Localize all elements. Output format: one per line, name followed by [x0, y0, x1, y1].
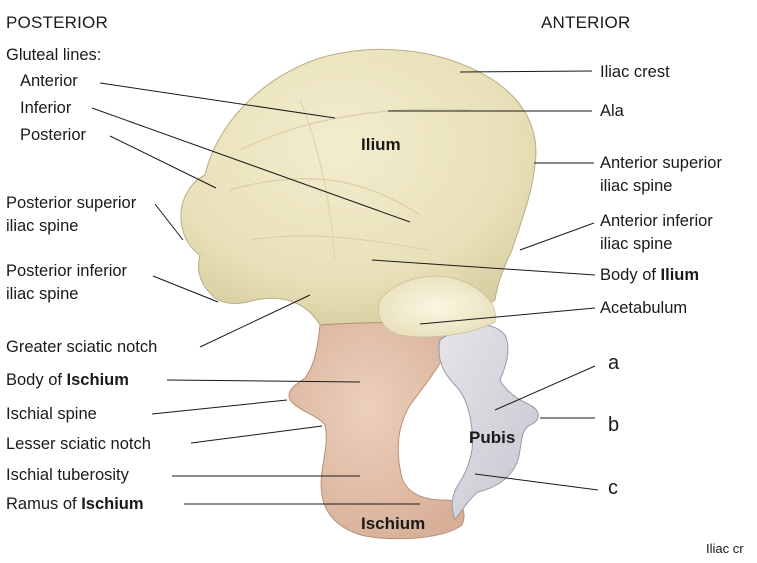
aiis-label-line1: Anterior inferior: [600, 212, 713, 230]
lesser-sciatic-notch-label: Lesser sciatic notch: [6, 435, 151, 453]
anterior-heading: ANTERIOR: [541, 13, 631, 32]
iliac-crest-label: Iliac crest: [600, 63, 670, 81]
ala-label: Ala: [600, 102, 624, 120]
psis-label-line2: iliac spine: [6, 217, 79, 235]
greater-sciatic-notch-label: Greater sciatic notch: [6, 338, 158, 356]
acetabulum: [378, 275, 496, 338]
label-b: b: [608, 414, 620, 436]
ilium-bone-label: Ilium: [361, 135, 401, 154]
footer-fragment: Iliac cr: [706, 541, 744, 556]
acetabulum-label: Acetabulum: [600, 299, 688, 317]
inferior-gluteal-line-label: Inferior: [20, 99, 72, 117]
piis-label-line1: Posterior inferior: [6, 262, 128, 280]
asis-label-line2: iliac spine: [600, 177, 673, 195]
posterior-heading: POSTERIOR: [6, 13, 108, 32]
label-c: c: [608, 477, 618, 499]
posterior-gluteal-line-label: Posterior: [20, 126, 87, 144]
ischium-bone-label: Ischium: [361, 514, 426, 533]
pubis-region: [438, 324, 539, 522]
ilium-region: [180, 48, 537, 326]
aiis-label-line2: iliac spine: [600, 235, 673, 253]
piis-label-line2: iliac spine: [6, 285, 79, 303]
gluteal-lines-label: Gluteal lines:: [6, 46, 102, 64]
body-of-ilium-label: Body of Ilium: [600, 266, 700, 284]
ischial-spine-label: Ischial spine: [6, 405, 97, 423]
ischial-tuberosity-label: Ischial tuberosity: [6, 466, 129, 484]
psis-label-line1: Posterior superior: [6, 194, 137, 212]
body-of-ischium-label: Body of Ischium: [6, 371, 129, 389]
ramus-of-ischium-label: Ramus of Ischium: [6, 495, 144, 513]
obturator-foramen: [405, 376, 478, 496]
leader-lines: [91, 70, 599, 505]
pubis-bone-label: Pubis: [469, 428, 516, 447]
label-a: a: [608, 352, 620, 374]
asis-label-line1: Anterior superior: [600, 154, 722, 172]
anterior-gluteal-line-label: Anterior: [20, 72, 78, 90]
